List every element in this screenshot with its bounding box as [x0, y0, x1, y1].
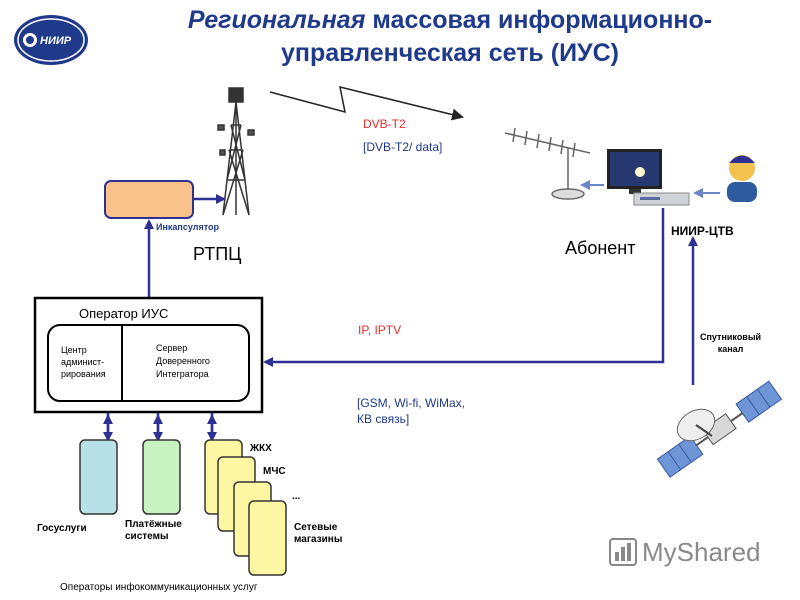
set-top-box-icon: [633, 192, 690, 206]
satellite-channel-line: Спутниковый: [700, 332, 762, 342]
payment-systems-box: [142, 439, 181, 515]
title-line2: управленческая сеть (ИУС): [281, 39, 619, 67]
ellipsis-label: ...: [292, 491, 301, 502]
info-operators-label: Операторы инфокоммуникационных услуг: [60, 582, 258, 593]
mchs-label: МЧС: [263, 466, 286, 477]
trusted-server-line: Сервер: [156, 343, 188, 353]
niir-ctv-label: НИИР-ЦТВ: [671, 224, 734, 238]
zhkh-label: ЖКХ: [250, 443, 272, 454]
tv-icon: [607, 149, 662, 194]
gsm-label: [GSM, Wi-fi, WiMax, КВ связь]: [357, 395, 465, 427]
admin-center-label: Центр админист- рирования: [61, 344, 106, 380]
admin-center-line: рирования: [61, 369, 106, 379]
operator-ius-label: Оператор ИУС: [79, 306, 169, 321]
user-icon: [727, 155, 757, 202]
admin-center-line: админист-: [61, 357, 105, 367]
rtpc-label: РТПЦ: [193, 244, 242, 264]
encapsulator-box: [104, 180, 194, 219]
stores-label: Сетевые магазины: [294, 522, 342, 546]
trusted-server-label: Сервер Доверенного Интегратора: [156, 342, 210, 381]
tv-tower-icon: [217, 87, 255, 216]
subscriber-label: Абонент: [565, 238, 636, 258]
title-emphasis: Региональная: [187, 6, 366, 34]
operator-inner-box: [47, 324, 250, 402]
gsm-line: КВ связь]: [357, 412, 410, 426]
dvb-t2-label: DVB-T2: [363, 117, 406, 131]
page-title: Региональная массовая информационно- упр…: [120, 4, 780, 70]
dvb-t2-data-label: [DVB-T2/ data]: [363, 140, 443, 154]
stores-box: [248, 500, 287, 576]
stores-line: Сетевые: [294, 522, 338, 533]
stores-line: магазины: [294, 534, 343, 545]
satellite-channel-line: канал: [717, 344, 744, 354]
watermark-text: MyShared: [642, 537, 761, 567]
gsm-line: [GSM, Wi-fi, WiMax,: [357, 396, 465, 410]
gosuslugi-box: [79, 439, 118, 515]
satellite-icon: [656, 380, 783, 478]
encapsulator-label: Инкапсулятор: [156, 222, 219, 232]
ip-iptv-label: IP, IPTV: [358, 323, 402, 337]
admin-center-line: Центр: [61, 345, 87, 355]
title-line1: массовая информационно-: [372, 6, 713, 34]
ip-return-channel-arrow: [263, 208, 665, 367]
payment-systems-line: системы: [125, 531, 169, 542]
dvb-t2-broadcast-arrow: [269, 85, 464, 121]
payment-systems-label: Платёжные системы: [125, 519, 182, 543]
satellite-channel-label: Спутниковый канал: [700, 331, 761, 355]
logo-text: НИИР: [40, 35, 72, 47]
myshared-logo-icon: [609, 538, 637, 566]
trusted-server-line: Интегратора: [156, 369, 209, 379]
trusted-server-line: Доверенного: [156, 356, 210, 366]
antenna-icon: [504, 127, 591, 200]
niir-logo: НИИР: [14, 15, 88, 65]
payment-systems-line: Платёжные: [125, 519, 182, 530]
gosuslugi-label: Госуслуги: [37, 523, 87, 534]
